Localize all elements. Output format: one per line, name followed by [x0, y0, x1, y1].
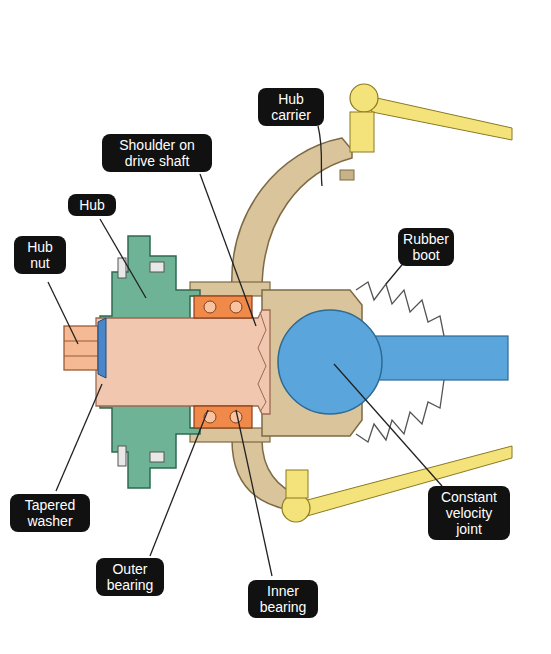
carrier-boss	[340, 170, 354, 180]
inner-bearing-ball	[230, 301, 242, 313]
bearing-race-top	[194, 296, 252, 318]
ball-joint-top	[350, 84, 378, 112]
part-name: Rubber boot	[403, 231, 449, 263]
shoulder-break	[258, 312, 266, 412]
carrier-bore-top	[190, 282, 270, 296]
part-label: Tapered washer	[10, 494, 90, 532]
carrier-bore-bottom	[190, 428, 270, 442]
part-name: Hub	[73, 197, 111, 213]
part-label: Shoulder on drive shaft	[102, 134, 212, 172]
part-label: Rubber boot	[398, 228, 454, 266]
drive-shaft	[370, 336, 508, 380]
part-name: Hub carrier	[263, 91, 319, 123]
upper-arm	[368, 96, 512, 140]
nut-face	[64, 356, 98, 357]
stub-axle	[96, 310, 270, 414]
part-label: Hub carrier	[258, 88, 324, 126]
cv-ball	[278, 310, 382, 414]
leader-lines	[48, 126, 442, 576]
wheel-stud	[118, 446, 126, 466]
rubber-boot-bottom	[356, 380, 444, 442]
outer-bearing-ball	[204, 301, 216, 313]
part-name: Tapered washer	[15, 497, 85, 529]
part-name: Constant velocity joint	[433, 489, 505, 537]
part-label: Inner bearing	[248, 580, 318, 618]
part-label: Constant velocity joint	[428, 486, 510, 540]
part-label: Outer bearing	[96, 558, 164, 596]
ball-stud-top	[350, 112, 374, 152]
part-label: Hub nut	[14, 236, 66, 274]
part-name: Inner bearing	[253, 583, 313, 615]
wheel-stud	[150, 262, 164, 272]
tapered-washer	[98, 318, 106, 378]
wheel-stud	[150, 452, 164, 462]
part-label: Hub	[68, 194, 116, 216]
part-name: Hub nut	[19, 239, 61, 271]
rubber-boot-top	[356, 282, 444, 336]
part-name: Shoulder on drive shaft	[107, 137, 207, 169]
hub-nut	[64, 326, 98, 370]
ball-stud-bottom	[286, 470, 308, 498]
hub-carrier-upper	[232, 138, 352, 290]
nut-face	[64, 341, 98, 342]
part-name: Outer bearing	[101, 561, 159, 593]
